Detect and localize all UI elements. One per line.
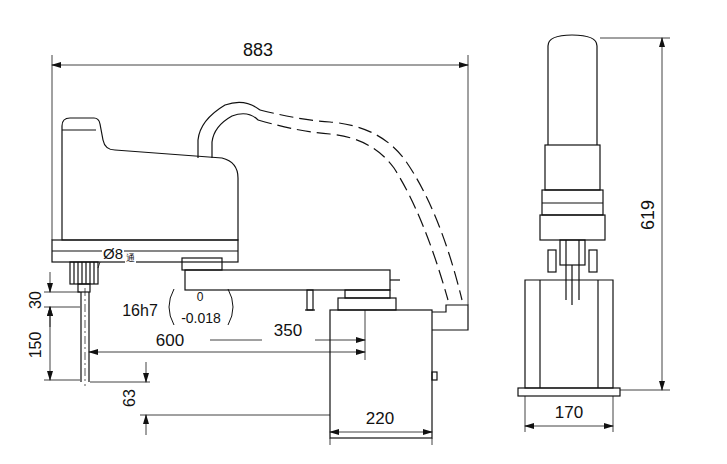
dimension-label: 63	[122, 388, 138, 408]
dimension-label: 883	[242, 41, 274, 59]
dimension-label: 619	[639, 199, 657, 231]
dimension-label: 220	[365, 410, 395, 427]
dimension-label: 0	[196, 291, 205, 303]
dimension-label: -0.018	[180, 311, 222, 325]
dimension-label: 350	[273, 322, 303, 339]
dimension-label: 150	[28, 331, 44, 360]
dimension-label: 16h7	[121, 303, 159, 319]
dimension-label: 600	[155, 332, 185, 349]
dimension-label: 30	[28, 290, 44, 310]
dimension-label: Ø8	[102, 246, 124, 261]
dimension-label: 通	[125, 254, 136, 263]
dimension-label: 170	[554, 404, 584, 421]
